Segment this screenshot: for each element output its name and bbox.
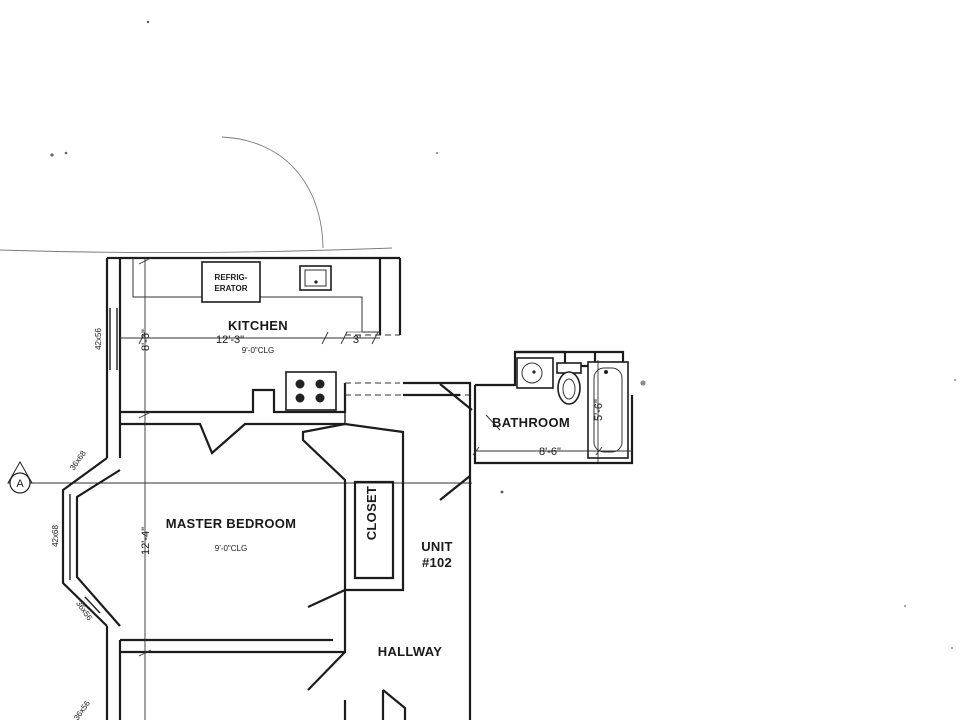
section-line-a: A bbox=[7, 460, 472, 494]
kitchen-label: KITCHEN bbox=[228, 318, 288, 333]
hallway-label: HALLWAY bbox=[378, 644, 442, 659]
bay-window-upper-label: 36x68 bbox=[68, 449, 88, 472]
scan-specks bbox=[50, 20, 956, 649]
kitchen-extra-dimension: 3' bbox=[353, 334, 361, 346]
closet-label: CLOSET bbox=[364, 486, 379, 541]
bathroom-depth-dimension: 5'-6" bbox=[593, 399, 605, 421]
dimension-labels: 12'-3" 3' 8'-6" 12'-4" 8'-6" 5'-6" bbox=[140, 329, 605, 555]
bathroom-vanity bbox=[516, 357, 554, 389]
unit-label-line-1: UNIT bbox=[421, 539, 453, 554]
toilet bbox=[556, 362, 582, 405]
countertops bbox=[132, 258, 380, 333]
refrigerator: REFRIG- ERATOR bbox=[201, 261, 261, 303]
refrigerator-label-line-1: REFRIG- bbox=[215, 273, 248, 282]
walls bbox=[61, 256, 634, 720]
kitchen-width-dimension: 12'-3" bbox=[216, 334, 244, 346]
master-bedroom-ceiling-label: 9'-0"CLG bbox=[215, 544, 247, 553]
room-labels: KITCHEN 9'-0"CLG MASTER BEDROOM 9'-0"CLG… bbox=[166, 318, 570, 659]
kitchen-depth-dimension: 8'-6" bbox=[140, 329, 152, 351]
refrigerator-label-line-2: ERATOR bbox=[214, 284, 247, 293]
bathroom-width-dimension: 8'-6" bbox=[539, 446, 561, 458]
bedroom-depth-dimension: 12'-4" bbox=[140, 527, 152, 555]
master-bedroom-label: MASTER BEDROOM bbox=[166, 516, 297, 531]
cooktop bbox=[285, 371, 337, 411]
lower-window-label: 36x56 bbox=[72, 699, 92, 720]
kitchen-window-label: 42x56 bbox=[94, 328, 103, 350]
section-marker: A bbox=[16, 478, 24, 490]
kitchen-sink bbox=[299, 265, 332, 291]
bay-window-center-label: 42x68 bbox=[51, 525, 60, 547]
dimension-lines bbox=[120, 257, 632, 720]
unit-label-line-2: #102 bbox=[422, 555, 452, 570]
bathroom-label: BATHROOM bbox=[492, 415, 570, 430]
site-lines bbox=[0, 136, 393, 253]
bathtub bbox=[587, 361, 629, 459]
kitchen-ceiling-label: 9'-0"CLG bbox=[242, 346, 274, 355]
